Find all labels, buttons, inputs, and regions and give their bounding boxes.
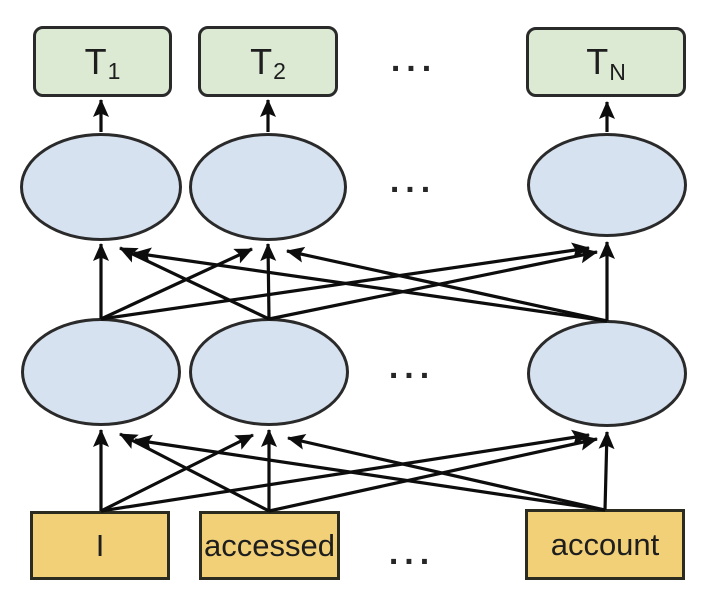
ellipsis-input-row: ... bbox=[388, 534, 436, 572]
output-token-2-subscript: 2 bbox=[273, 58, 286, 84]
output-token-1-subscript: 1 bbox=[107, 58, 121, 84]
output-token-n-label: T bbox=[586, 41, 609, 82]
ellipsis-upper-hidden-row: ... bbox=[389, 162, 437, 200]
ellipsis-lower-hidden-row: ... bbox=[388, 348, 436, 386]
hidden-node-lower-2 bbox=[189, 318, 349, 426]
ellipsis-output-row: ... bbox=[390, 41, 438, 79]
hidden-node-upper-1 bbox=[20, 133, 182, 241]
hidden-node-lower-1 bbox=[21, 318, 181, 426]
input-token-2-label: accessed bbox=[204, 527, 335, 563]
output-token-2-label: T bbox=[250, 40, 273, 82]
input-token-1-label: I bbox=[95, 527, 105, 563]
input-token-box-2: accessed bbox=[199, 511, 340, 580]
input-token-box-n: account bbox=[525, 509, 685, 580]
output-token-1-label: T bbox=[84, 40, 107, 82]
hidden-node-upper-n bbox=[527, 133, 687, 237]
hidden-node-lower-n bbox=[527, 320, 687, 427]
output-token-n-subscript: N bbox=[609, 58, 626, 85]
hidden-node-upper-2 bbox=[189, 133, 347, 241]
input-token-box-1: I bbox=[30, 511, 170, 580]
input-token-n-label: account bbox=[550, 526, 660, 562]
